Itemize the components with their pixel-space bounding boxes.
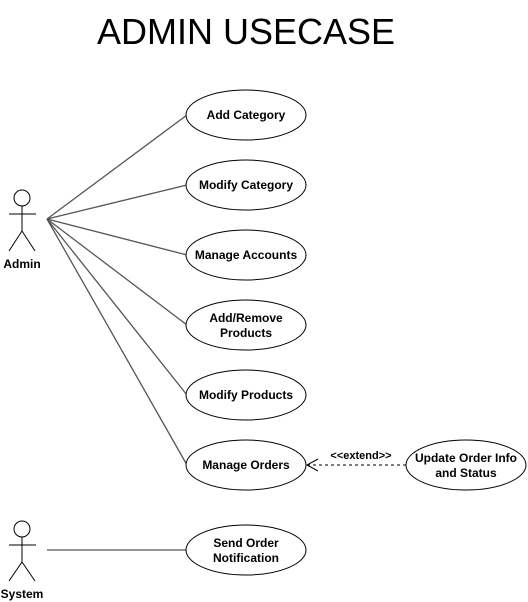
- use-case-label-line-1: Update Order Info: [415, 451, 517, 465]
- assoc-admin-modify-products: [46, 218, 188, 396]
- use-case-manage-accounts: Manage Accounts: [185, 229, 307, 281]
- diagram-title: ADMIN USECASE: [97, 11, 395, 52]
- assoc-admin-manage-accounts: [46, 218, 188, 256]
- extend-label: <<extend>>: [330, 450, 391, 462]
- use-case-update-order-info: Update Order Info and Status: [405, 439, 527, 491]
- extend-relation: <<extend>>: [305, 450, 406, 472]
- use-case-modify-category: Modify Category: [185, 159, 307, 211]
- system-label: System: [1, 587, 44, 601]
- use-case-label-line-1: Add/Remove: [209, 311, 283, 325]
- stick-figure-icon: [8, 520, 36, 582]
- use-case-modify-products: Modify Products: [185, 369, 307, 421]
- use-case-label: Manage Accounts: [195, 248, 298, 262]
- use-case-label-line-2: and Status: [435, 466, 497, 480]
- stick-figure-icon: [8, 189, 36, 252]
- use-case-label-line-2: Products: [220, 326, 272, 340]
- use-case-label: Modify Category: [199, 178, 293, 192]
- use-case-label: Manage Orders: [202, 458, 290, 472]
- assoc-admin-add-category: [46, 114, 188, 220]
- extend-arrowhead: [305, 458, 319, 472]
- admin-actor: Admin: [3, 189, 41, 271]
- system-actor: System: [1, 520, 44, 601]
- use-case-manage-orders: Manage Orders: [185, 439, 307, 491]
- assoc-admin-add-remove-products: [46, 218, 188, 326]
- use-case-label: Add Category: [207, 108, 286, 122]
- admin-label: Admin: [3, 257, 40, 271]
- use-case-label-line-1: Send Order: [213, 536, 279, 550]
- use-case-add-category: Add Category: [185, 89, 307, 141]
- assoc-admin-modify-category: [46, 184, 188, 220]
- use-case-send-order-notification: Send Order Notification: [185, 524, 307, 576]
- admin-associations: [46, 114, 188, 466]
- use-case-add-remove-products: Add/Remove Products: [185, 299, 307, 351]
- use-case-label-line-2: Notification: [213, 551, 279, 565]
- assoc-admin-manage-orders: [46, 218, 188, 466]
- use-case-label: Modify Products: [199, 388, 293, 402]
